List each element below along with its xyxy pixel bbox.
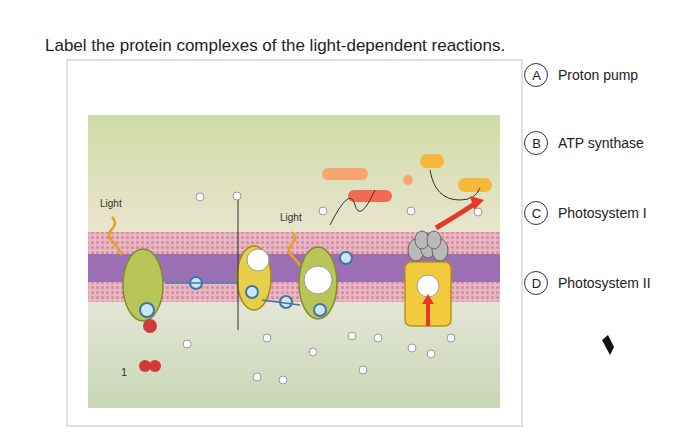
option-label: Photosystem II <box>558 271 651 296</box>
answer-option: B ATP synthase <box>524 131 646 155</box>
option-label: ATP synthase <box>558 131 644 156</box>
answer-option: D Photosystem II <box>524 271 653 295</box>
option-letter: B <box>524 131 549 156</box>
answer-option: C Photosystem I <box>524 201 649 225</box>
diagram-label: Light <box>100 198 122 209</box>
diagram-label: Light <box>280 212 302 223</box>
option-letter: C <box>524 201 549 226</box>
answer-option: A Proton pump <box>524 63 641 87</box>
option-label: Photosystem I <box>558 201 647 226</box>
diagram-label: 1 <box>121 366 127 378</box>
option-label: Proton pump <box>558 63 638 88</box>
option-letter: D <box>524 271 549 296</box>
question-title: Label the protein complexes of the light… <box>45 36 505 56</box>
option-letter: A <box>524 63 549 88</box>
